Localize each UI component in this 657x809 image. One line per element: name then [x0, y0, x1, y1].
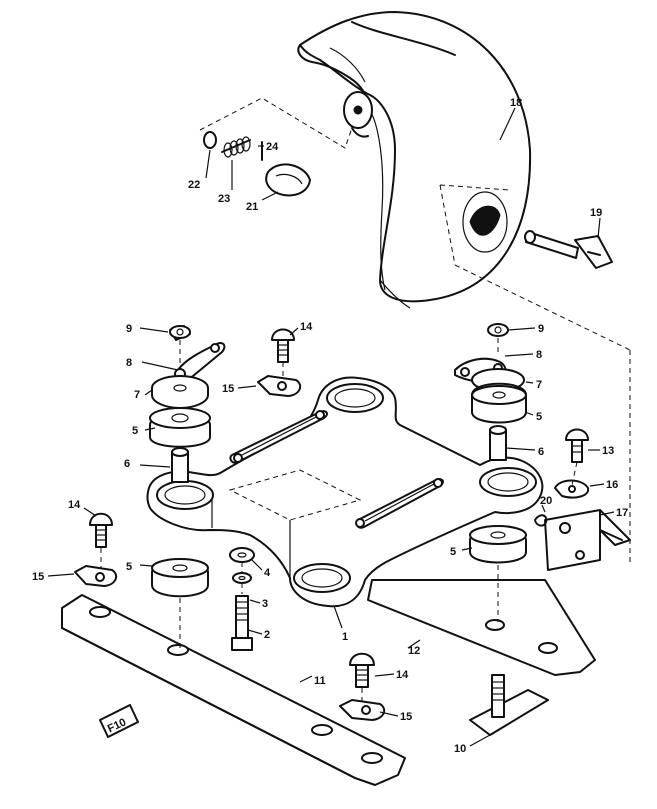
callout-14-c: 14: [396, 669, 409, 681]
callout-10: 10: [454, 743, 466, 755]
callout-15-a: 15: [222, 383, 234, 395]
callout-21: 21: [246, 201, 258, 213]
callout-13: 13: [602, 445, 614, 457]
callout-4: 4: [264, 567, 271, 579]
tab-washer-15-bottom: [339, 699, 386, 721]
figure-stamp: F10: [99, 704, 139, 738]
callout-5-c: 5: [450, 546, 456, 558]
callout-17: 17: [616, 507, 628, 519]
spring-knob-assembly: [203, 131, 311, 197]
main-frame: [146, 376, 544, 608]
callout-9-b: 9: [538, 323, 544, 335]
callout-9-a: 9: [126, 323, 132, 335]
bolt-14-top: [271, 328, 295, 363]
pin-19: [524, 230, 613, 269]
tab-washer-16: [554, 479, 590, 499]
callout-7-b: 7: [536, 379, 542, 391]
callout-labels: 1 2 3 4 5 5 5 5 6 6 7 7 8 8 9 9 10 11 12…: [32, 97, 628, 755]
callout-2: 2: [264, 629, 270, 641]
base-plate-11: [61, 594, 406, 786]
callout-19: 19: [590, 207, 602, 219]
callout-3: 3: [262, 598, 268, 610]
callout-8-b: 8: [536, 349, 542, 361]
callout-20: 20: [540, 495, 552, 507]
callout-5-b: 5: [126, 561, 132, 573]
stud-bracket-10: [469, 674, 549, 736]
rubber-mount-lower-right: [469, 525, 527, 564]
fan-housing: [297, 11, 631, 351]
callout-15-b: 15: [32, 571, 44, 583]
bolt-13: [565, 428, 589, 463]
callout-24: 24: [266, 141, 279, 153]
callout-18: 18: [510, 97, 522, 109]
callout-6-a: 6: [124, 458, 130, 470]
bolt-2: [231, 595, 253, 651]
callout-16: 16: [606, 479, 618, 491]
callout-5-d: 5: [536, 411, 542, 423]
left-mount-stack: [149, 325, 226, 483]
clip-20: [534, 514, 548, 527]
callout-14-b: 14: [68, 499, 81, 511]
callout-22: 22: [188, 179, 200, 191]
bolt-14-left: [89, 512, 113, 548]
rubber-mount-lower-left: [151, 558, 209, 598]
callout-8-a: 8: [126, 357, 132, 369]
callout-1: 1: [342, 631, 348, 643]
washer-3: [232, 572, 252, 584]
washer-4: [229, 547, 255, 563]
callout-7-a: 7: [134, 389, 140, 401]
bolt-14-bottom: [349, 652, 375, 688]
bracket-17: [544, 509, 631, 571]
callout-11: 11: [314, 675, 326, 687]
base-plate-12: [367, 579, 596, 676]
assembly-guides: [100, 362, 578, 702]
tab-washer-15-left: [74, 565, 118, 587]
guide-line-fan: [199, 97, 353, 149]
right-mount-stack: [454, 323, 527, 461]
callout-23: 23: [218, 193, 230, 205]
leader-lines: [47, 107, 615, 747]
callout-15-c: 15: [400, 711, 412, 723]
callout-6-b: 6: [538, 446, 544, 458]
callout-12: 12: [408, 645, 420, 657]
callout-14-a: 14: [300, 321, 313, 333]
callout-5-a: 5: [132, 425, 138, 437]
tab-washer-15-top: [257, 375, 302, 397]
